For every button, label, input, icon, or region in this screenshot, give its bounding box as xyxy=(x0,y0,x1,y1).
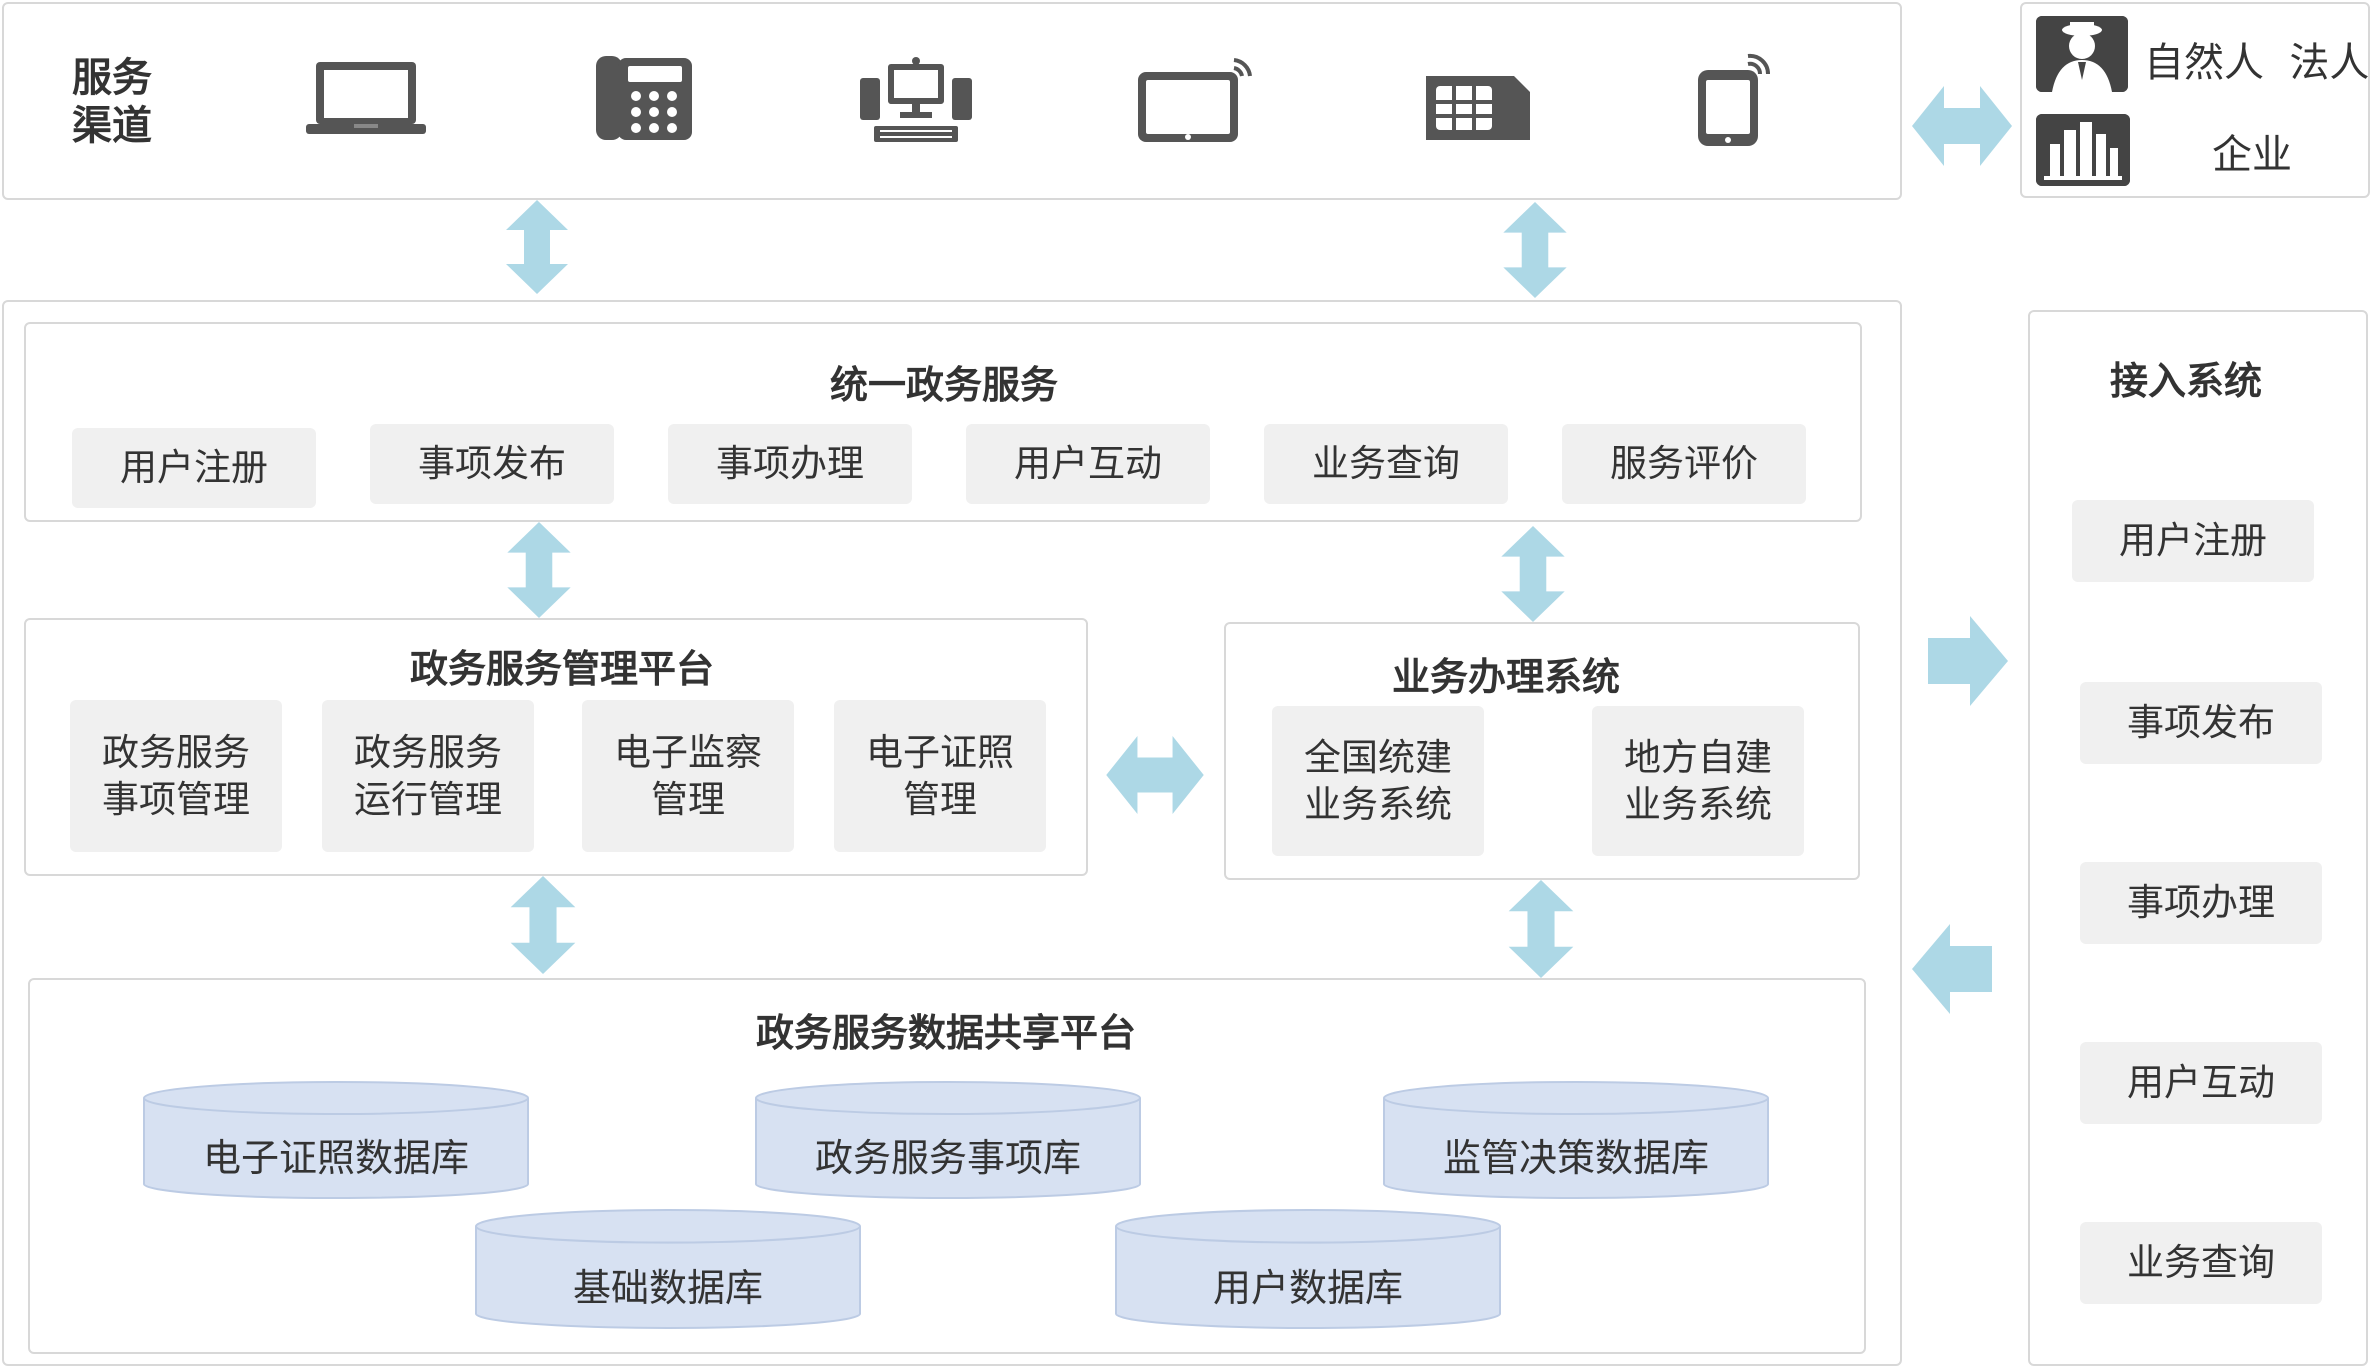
business-system-title: 业务办理系统 xyxy=(1392,655,1621,699)
unified-item-user-interact[interactable]: 用户互动 xyxy=(966,424,1210,504)
access-to-main-arrow xyxy=(1912,924,1992,1014)
main-to-access-arrow xyxy=(1928,616,2008,706)
unified-item-matter-handle[interactable]: 事项办理 xyxy=(668,424,912,504)
database-service-matter[interactable]: 政务服务事项库 xyxy=(754,1080,1142,1200)
unified-business-arrow xyxy=(1496,526,1570,622)
unified-item-matter-publish[interactable]: 事项发布 xyxy=(370,424,614,504)
enterprise-label: 企业 xyxy=(2212,132,2292,178)
mgmt-item-line: 电子监察 xyxy=(614,730,762,774)
unified-item-business-query[interactable]: 业务查询 xyxy=(1264,424,1508,504)
business-item-line: 全国统建 xyxy=(1304,735,1452,779)
database-label: 政务服务事项库 xyxy=(814,1136,1081,1180)
unified-service-title: 统一政务服务 xyxy=(830,363,1059,407)
unified-item-user-register[interactable]: 用户注册 xyxy=(72,428,316,508)
mgmt-item-line: 运行管理 xyxy=(354,778,502,821)
database-supervision-decision[interactable]: 监管决策数据库 xyxy=(1382,1080,1770,1200)
channels-unified-arrow-left xyxy=(506,200,568,294)
mgmt-business-double-arrow xyxy=(1100,736,1210,814)
channels-users-double-arrow xyxy=(1912,86,2012,166)
service-channels-title: 服务渠道 xyxy=(72,55,152,149)
database-basic[interactable]: 基础数据库 xyxy=(474,1208,862,1330)
mgmt-datashare-arrow xyxy=(506,876,580,974)
mgmt-item-line: 政务服务 xyxy=(354,730,502,774)
mgmt-item-matter-management[interactable]: 政务服务 事项管理 xyxy=(70,700,282,852)
channels-unified-arrow-right xyxy=(1500,202,1570,298)
access-item-matter-publish[interactable]: 事项发布 xyxy=(2080,682,2322,764)
mgmt-item-license-management[interactable]: 电子证照 管理 xyxy=(834,700,1046,852)
datashare-platform-title: 政务服务数据共享平台 xyxy=(756,1011,1137,1055)
mgmt-item-operation-management[interactable]: 政务服务 运行管理 xyxy=(322,700,534,852)
unified-service-panel xyxy=(24,322,1862,522)
access-item-matter-handle[interactable]: 事项办理 xyxy=(2080,862,2322,944)
laptop-icon xyxy=(304,58,428,138)
mgmt-item-supervision-management[interactable]: 电子监察 管理 xyxy=(582,700,794,852)
sim-card-icon xyxy=(1424,72,1532,142)
access-system-title: 接入系统 xyxy=(2110,359,2263,403)
mgmt-platform-title: 政务服务管理平台 xyxy=(410,647,715,691)
desktop-computer-icon xyxy=(860,56,972,144)
database-user[interactable]: 用户数据库 xyxy=(1114,1208,1502,1330)
database-label: 基础数据库 xyxy=(572,1266,763,1310)
mgmt-item-line: 事项管理 xyxy=(102,778,250,821)
building-icon xyxy=(2036,114,2130,186)
business-item-line: 业务系统 xyxy=(1304,783,1452,826)
business-item-line: 业务系统 xyxy=(1624,783,1772,826)
database-label: 用户数据库 xyxy=(1212,1266,1403,1310)
unified-item-service-evaluate[interactable]: 服务评价 xyxy=(1562,424,1806,504)
mgmt-item-line: 政务服务 xyxy=(102,730,250,774)
desk-phone-icon xyxy=(594,52,694,144)
person-icon xyxy=(2036,16,2128,92)
business-item-local[interactable]: 地方自建 业务系统 xyxy=(1592,706,1804,856)
access-item-user-register[interactable]: 用户注册 xyxy=(2072,500,2314,582)
database-license[interactable]: 电子证照数据库 xyxy=(142,1080,530,1200)
unified-mgmt-arrow xyxy=(502,522,576,618)
wireless-phone-icon xyxy=(1696,52,1772,148)
access-system-panel xyxy=(2028,310,2368,1366)
mgmt-item-line: 管理 xyxy=(903,778,977,821)
wireless-tablet-icon xyxy=(1136,56,1256,144)
access-item-user-interact[interactable]: 用户互动 xyxy=(2080,1042,2322,1124)
business-item-line: 地方自建 xyxy=(1624,735,1772,779)
mgmt-item-line: 电子证照 xyxy=(866,730,1014,774)
database-label: 电子证照数据库 xyxy=(202,1136,469,1180)
database-label: 监管决策数据库 xyxy=(1442,1136,1709,1180)
person-legal-label: 自然人 法人 xyxy=(2144,40,2370,86)
mgmt-item-line: 管理 xyxy=(651,778,725,821)
access-item-business-query[interactable]: 业务查询 xyxy=(2080,1222,2322,1304)
business-datashare-arrow xyxy=(1504,880,1578,978)
business-item-national[interactable]: 全国统建 业务系统 xyxy=(1272,706,1484,856)
